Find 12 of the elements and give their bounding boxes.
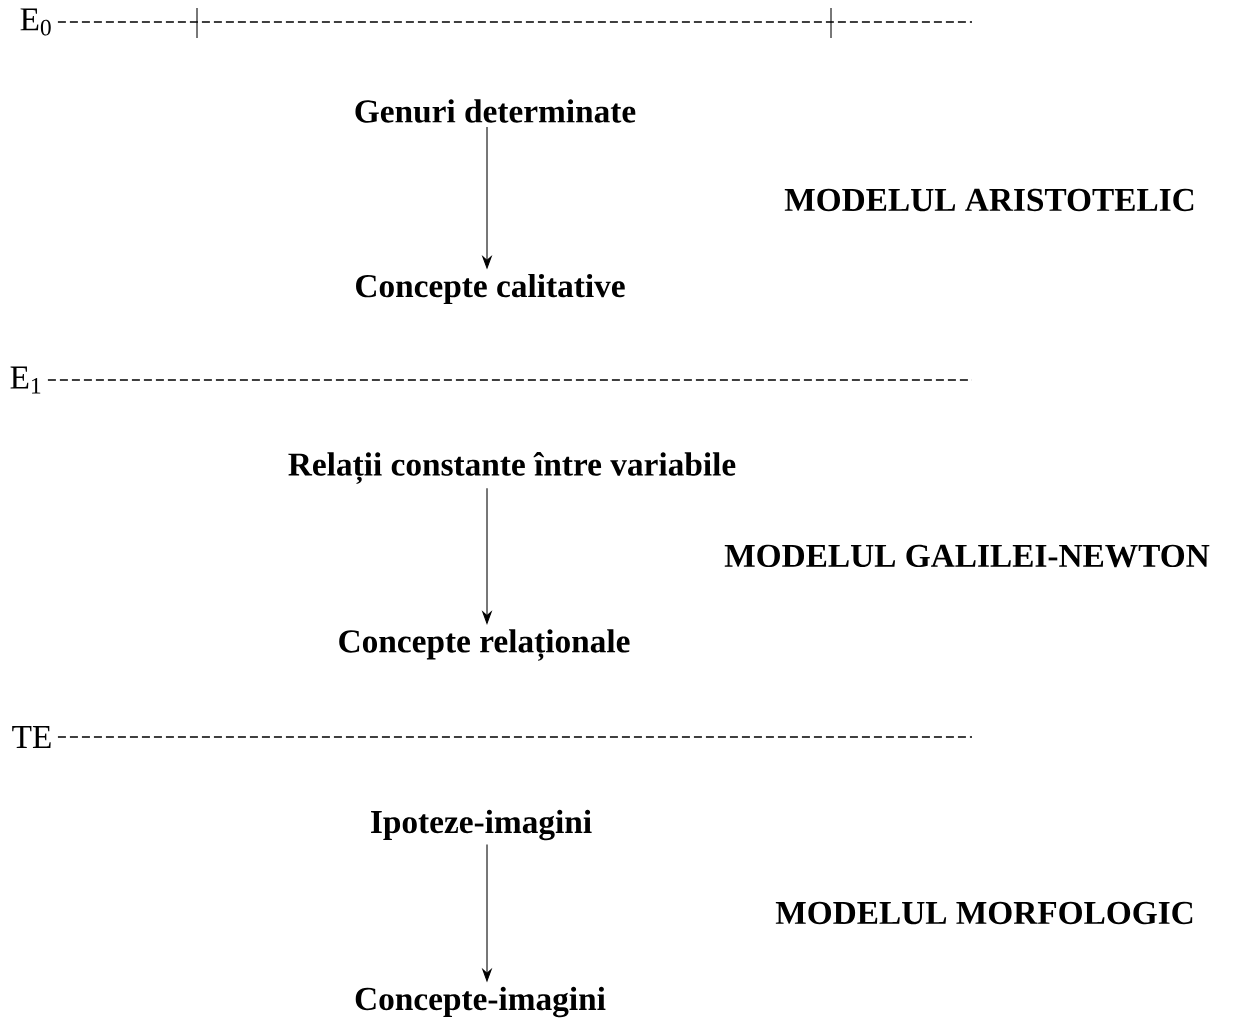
level-label: TE	[12, 726, 51, 748]
concept-text: Genuri determinate	[355, 99, 636, 123]
model-label: MODELUL GALILEI-NEWTON	[724, 544, 1210, 568]
model-label: MODELUL MORFOLOGIC	[775, 901, 1193, 925]
level-label: E$_{0}$	[20, 8, 51, 36]
concept-text: Concepte-imagini	[355, 986, 606, 1018]
level-label: E$_{1}$	[10, 366, 41, 394]
concept-text: Ipoteze-imagini	[371, 809, 592, 841]
concept-text: Relații constante între variabile	[288, 452, 736, 484]
concept-text: Concepte relaționale	[339, 629, 630, 661]
model-label: MODELUL ARISTOTELIC	[784, 188, 1194, 212]
concept-text: Concepte calitative	[356, 273, 625, 305]
